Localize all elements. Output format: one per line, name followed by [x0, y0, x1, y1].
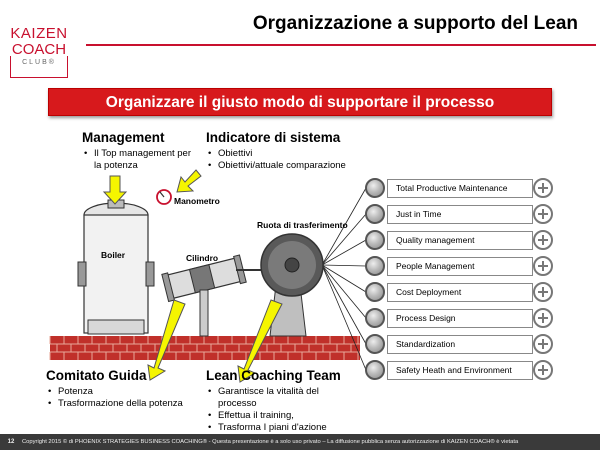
banner: Organizzare il giusto modo di supportare…: [48, 88, 552, 116]
footer-copyright: Copyright 2015 © di PHOENIX STRATEGIES B…: [22, 439, 519, 445]
crosshair-icon: [533, 230, 553, 250]
indicatore-block: Indicatore di sistema Obiettivi Obiettiv…: [206, 130, 376, 172]
lean-pillars-list: Total Productive Maintenance Just in Tim…: [365, 176, 557, 384]
indicatore-bullet: Obiettivi: [206, 148, 376, 160]
logo-line-3: CLUB®: [22, 59, 56, 66]
arrow-indicatore: [176, 169, 202, 193]
comitato-block: Comitato Guida Potenza Trasformazione de…: [46, 368, 206, 410]
comitato-bullet: Trasformazione della potenza: [46, 398, 206, 410]
list-item: Safety Heath and Environment: [365, 358, 557, 384]
comitato-bullet: Potenza: [46, 386, 206, 398]
manometro-label: Manometro: [174, 196, 220, 206]
boiler-label: Boiler: [101, 250, 126, 260]
management-bullet: Il Top management per la potenza: [82, 148, 192, 172]
title-divider: [86, 44, 596, 46]
gear-circle-icon: [365, 256, 385, 276]
list-item-label: Just in Time: [387, 205, 533, 224]
footer: 12 Copyright 2015 © di PHOENIX STRATEGIES…: [0, 434, 600, 450]
kaizen-coach-logo: KAIZEN COACH CLUB®: [6, 26, 72, 80]
management-heading: Management: [82, 130, 165, 145]
list-item: Total Productive Maintenance: [365, 176, 557, 202]
crosshair-icon: [533, 256, 553, 276]
ruota-label: Ruota di trasferimento: [257, 220, 348, 230]
list-item: Process Design: [365, 306, 557, 332]
gear-circle-icon: [365, 282, 385, 302]
list-item-label: Safety Heath and Environment: [387, 361, 533, 380]
yellow-arrows: [102, 169, 283, 383]
crosshair-icon: [533, 282, 553, 302]
management-block: Management Il Top management per la pote…: [82, 130, 192, 172]
logo-line-1: KAIZEN: [10, 25, 68, 42]
arrow-management: [102, 175, 128, 205]
crosshair-icon: [533, 178, 553, 198]
list-item: People Management: [365, 254, 557, 280]
list-item-label: People Management: [387, 257, 533, 276]
list-item-label: Total Productive Maintenance: [387, 179, 533, 198]
crosshair-icon: [533, 204, 553, 224]
lean-team-bullet: Trasforma I piani d'azione: [206, 422, 356, 434]
list-item-label: Cost Deployment: [387, 283, 533, 302]
crosshair-icon: [533, 334, 553, 354]
brick-wall: [49, 336, 360, 360]
boiler: [77, 199, 155, 335]
lean-team-block: Lean Coaching Team Garantisce la vitalit…: [206, 368, 356, 434]
list-item-label: Quality management: [387, 231, 533, 250]
gear-circle-icon: [365, 204, 385, 224]
lean-team-bullet: Effettua il training,: [206, 410, 356, 422]
arrow-lean-team: [237, 299, 283, 383]
gear-circle-icon: [365, 334, 385, 354]
transfer-wheel: [260, 233, 324, 337]
logo-frame: [10, 56, 68, 78]
crosshair-icon: [533, 360, 553, 380]
cilindro-label: Cilindro: [186, 253, 219, 263]
indicatore-heading: Indicatore di sistema: [206, 130, 341, 145]
connector-lines: [321, 187, 367, 371]
indicatore-bullet: Obiettivi/attuale comparazione: [206, 160, 376, 172]
gear-circle-icon: [365, 360, 385, 380]
lean-team-heading: Lean Coaching Team: [206, 368, 341, 383]
manometer-gauge: [156, 189, 172, 205]
list-item: Standardization: [365, 332, 557, 358]
list-item-label: Process Design: [387, 309, 533, 328]
list-item-label: Standardization: [387, 335, 533, 354]
page-number: 12: [7, 439, 15, 445]
logo-line-2: COACH: [11, 41, 67, 58]
cylinder: [161, 254, 292, 337]
gear-circle-icon: [365, 308, 385, 328]
list-item: Just in Time: [365, 202, 557, 228]
page-title: Organizzazione a supporto del Lean: [252, 13, 578, 34]
list-item: Quality management: [365, 228, 557, 254]
gear-circle-icon: [365, 230, 385, 250]
gear-circle-icon: [365, 178, 385, 198]
list-item: Cost Deployment: [365, 280, 557, 306]
lean-team-bullet: Garantisce la vitalità del processo: [206, 386, 356, 410]
arrow-comitato: [147, 299, 186, 381]
crosshair-icon: [533, 308, 553, 328]
comitato-heading: Comitato Guida: [46, 368, 147, 383]
